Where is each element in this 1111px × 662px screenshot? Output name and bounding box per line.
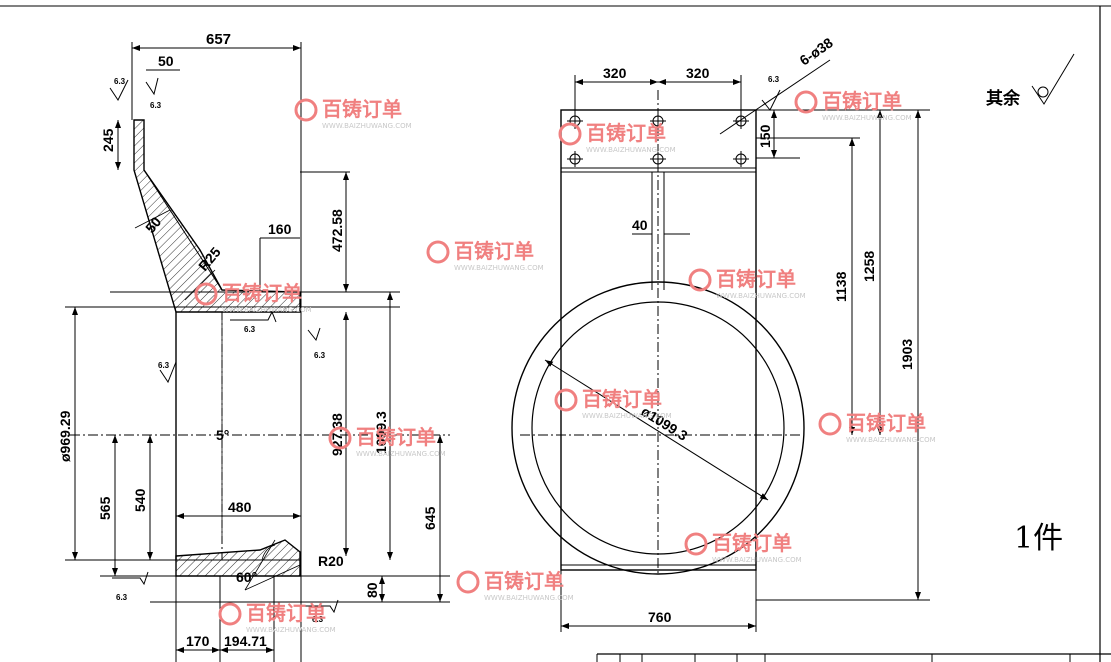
- svg-text:百铸订单: 百铸订单: [484, 569, 564, 593]
- dim-5deg: 5°: [216, 427, 229, 443]
- svg-text:WWW.BAIZHUWANG.COM: WWW.BAIZHUWANG.COM: [822, 114, 912, 122]
- svg-text:6.3: 6.3: [768, 75, 780, 84]
- section-dimension-labels: 657 50 245 50 R25 160 472.58 ø969.29 927…: [57, 31, 438, 649]
- svg-text:百铸订单: 百铸订单: [712, 531, 792, 555]
- svg-text:百铸订单: 百铸订单: [322, 97, 402, 121]
- svg-text:百铸订单: 百铸订单: [222, 281, 302, 305]
- dim-50: 50: [158, 53, 174, 69]
- dim-1258: 1258: [861, 251, 877, 282]
- dim-565: 565: [97, 496, 113, 520]
- dim-245: 245: [100, 128, 116, 152]
- svg-text:6.3: 6.3: [114, 77, 126, 86]
- rest-surfaces-note: 其余: [986, 88, 1021, 109]
- roughness-general-icon: [1031, 53, 1075, 105]
- dim-1138: 1138: [833, 271, 849, 302]
- svg-text:WWW.BAIZHUWANG.COM: WWW.BAIZHUWANG.COM: [846, 436, 936, 444]
- dim-1903: 1903: [899, 339, 915, 370]
- section-view: [65, 42, 450, 662]
- svg-text:百铸订单: 百铸订单: [716, 267, 796, 291]
- dim-160: 160: [268, 221, 292, 237]
- dim-480: 480: [228, 499, 252, 515]
- dim-194: 194.71: [224, 633, 267, 649]
- svg-text:WWW.BAIZHUWANG.COM: WWW.BAIZHUWANG.COM: [246, 626, 336, 634]
- svg-text:WWW.BAIZHUWANG.COM: WWW.BAIZHUWANG.COM: [322, 122, 412, 130]
- dim-969: ø969.29: [57, 410, 73, 462]
- dim-645: 645: [422, 506, 438, 530]
- drawing-notes: 其余 1件: [986, 53, 1075, 556]
- svg-text:百铸订单: 百铸订单: [582, 387, 662, 411]
- svg-text:6.3: 6.3: [158, 361, 170, 370]
- svg-text:WWW.BAIZHUWANG.COM: WWW.BAIZHUWANG.COM: [716, 292, 806, 300]
- svg-text:百铸订单: 百铸订单: [454, 239, 534, 263]
- svg-text:WWW.BAIZHUWANG.COM: WWW.BAIZHUWANG.COM: [712, 556, 802, 564]
- dim-320-left: 320: [603, 65, 627, 81]
- dim-holes: 6-ø38: [797, 34, 836, 68]
- dim-60deg: 60°: [236, 569, 257, 585]
- svg-text:6.3: 6.3: [116, 593, 128, 602]
- dim-r20: R20: [318, 553, 344, 569]
- svg-text:WWW.BAIZHUWANG.COM: WWW.BAIZHUWANG.COM: [356, 450, 446, 458]
- drawing-frame: [0, 5, 1111, 662]
- roughness-labels: 6.3 6.3 6.3 6.3 6.3 6.3 6.3: [114, 77, 326, 624]
- svg-text:6.3: 6.3: [150, 101, 162, 110]
- svg-text:6.3: 6.3: [244, 325, 256, 334]
- dim-657: 657: [206, 31, 231, 48]
- svg-text:WWW.BAIZHUWANG.COM: WWW.BAIZHUWANG.COM: [582, 412, 672, 420]
- roughness-symbols: [109, 77, 339, 614]
- svg-text:6.3: 6.3: [312, 615, 324, 624]
- svg-text:百铸订单: 百铸订单: [246, 601, 326, 625]
- dim-170: 170: [186, 633, 210, 649]
- svg-text:WWW.BAIZHUWANG.COM: WWW.BAIZHUWANG.COM: [222, 306, 312, 314]
- dim-80: 80: [364, 582, 380, 598]
- svg-text:WWW.BAIZHUWANG.COM: WWW.BAIZHUWANG.COM: [454, 264, 544, 272]
- front-view: [511, 59, 930, 632]
- svg-text:百铸订单: 百铸订单: [822, 89, 902, 113]
- dim-150: 150: [757, 124, 773, 148]
- dim-472: 472.58: [329, 209, 345, 252]
- svg-text:WWW.BAIZHUWANG.COM: WWW.BAIZHUWANG.COM: [484, 594, 574, 602]
- dim-540: 540: [132, 488, 148, 512]
- dim-760: 760: [648, 609, 672, 625]
- svg-text:百铸订单: 百铸订单: [846, 411, 926, 435]
- dim-320-right: 320: [686, 65, 710, 81]
- upper-cone-section: [133, 119, 301, 313]
- dim-40: 40: [632, 217, 648, 233]
- svg-text:百铸订单: 百铸订单: [586, 121, 666, 145]
- svg-text:WWW.BAIZHUWANG.COM: WWW.BAIZHUWANG.COM: [586, 146, 676, 154]
- dim-1099: 1099.3: [373, 411, 389, 454]
- svg-text:百铸订单: 百铸订单: [356, 425, 436, 449]
- quantity-note: 1件: [1014, 521, 1063, 556]
- svg-text:6.3: 6.3: [314, 351, 326, 360]
